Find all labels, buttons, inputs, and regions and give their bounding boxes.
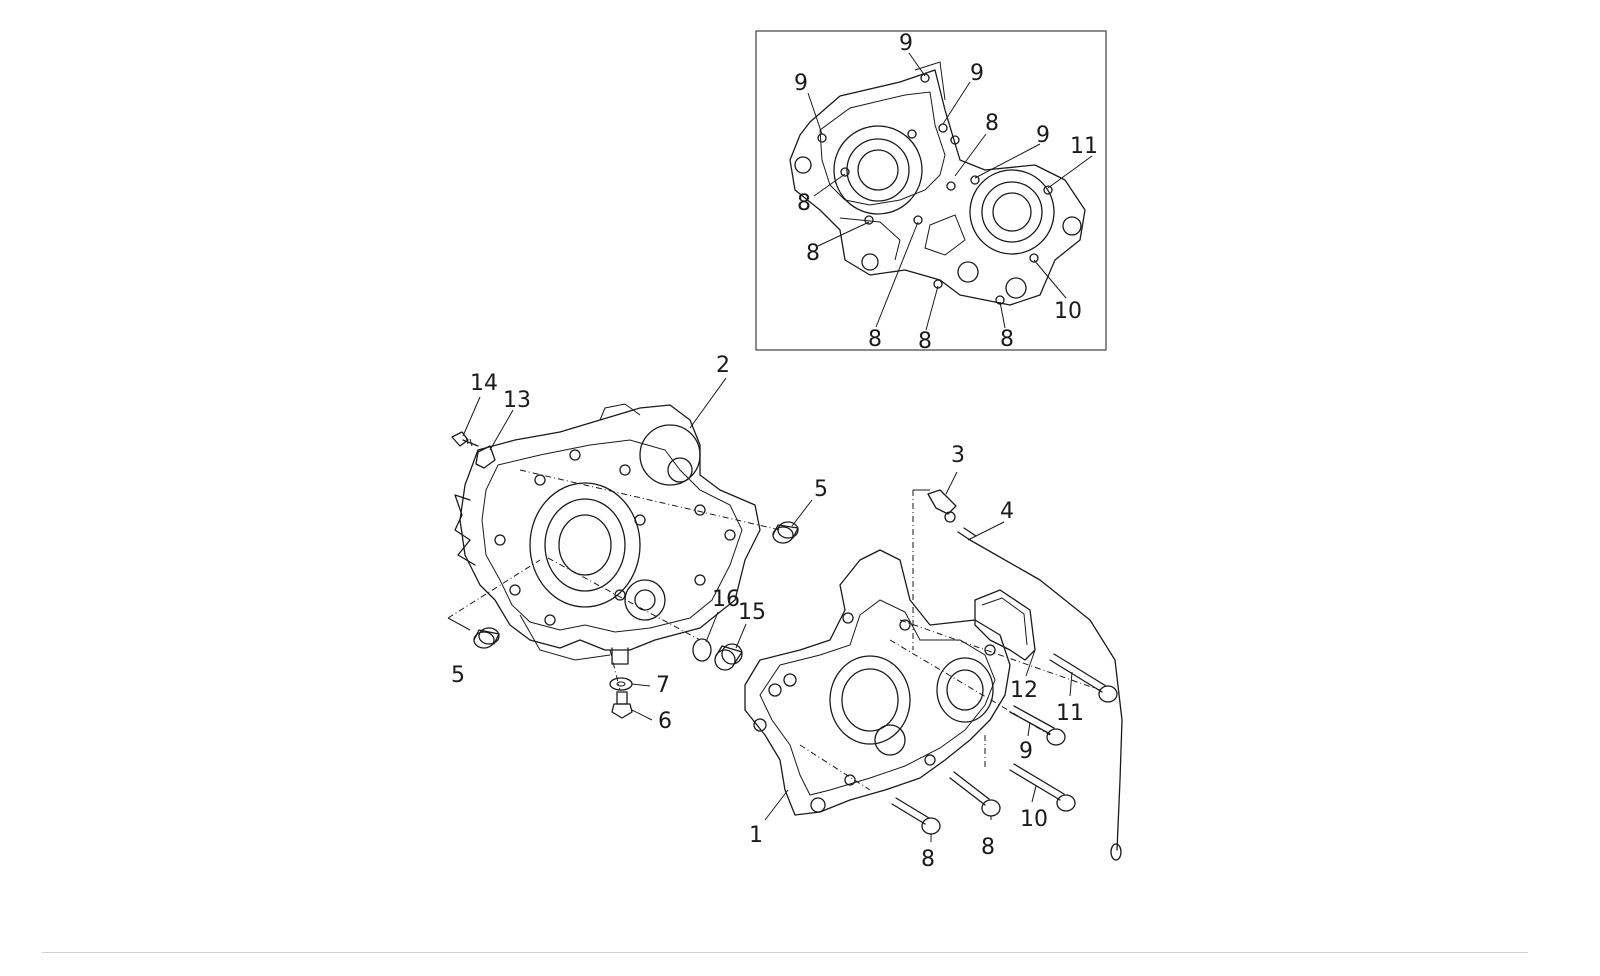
part-14-bolt <box>451 431 479 447</box>
label-7: 7 <box>656 673 670 698</box>
part-15-bushing <box>714 643 743 671</box>
assembly-axes <box>447 469 1101 791</box>
left-crankcase-half <box>454 403 761 665</box>
part-13-bracket <box>475 445 496 469</box>
label-3: 3 <box>951 443 965 468</box>
inset-label-8-mid: 8 <box>985 111 999 136</box>
part-11-long-bolt <box>1049 653 1118 703</box>
label-11: 11 <box>1056 701 1084 726</box>
inset-label-9-top: 9 <box>899 31 913 56</box>
label-4: 4 <box>1000 499 1014 524</box>
main-leaders <box>462 377 1073 842</box>
label-13: 13 <box>503 388 531 413</box>
inset-label-8-bottom-1: 8 <box>868 327 882 352</box>
label-12: 12 <box>1010 678 1038 703</box>
part-8-bolt-lower <box>891 797 941 835</box>
right-main-bearing <box>829 655 911 745</box>
part-6-drain-plug <box>611 691 633 719</box>
label-8-upper: 8 <box>981 835 995 860</box>
label-2: 2 <box>716 353 730 378</box>
footer-divider <box>42 952 1528 953</box>
right-crankcase-half <box>744 549 1036 816</box>
label-9: 9 <box>1019 739 1033 764</box>
part-3-fitting <box>927 489 957 523</box>
label-15: 15 <box>738 600 766 625</box>
inset-label-8-left-lower: 8 <box>806 241 820 266</box>
inset-main-bearing <box>833 125 923 215</box>
inset-detail: 9 9 9 9 8 8 8 11 8 10 8 8 8 <box>755 30 1107 354</box>
inset-frame <box>755 30 1107 351</box>
label-5-right: 5 <box>814 477 828 502</box>
inset-secondary-bearing <box>969 169 1055 255</box>
left-main-bearing <box>529 482 641 608</box>
inset-label-8-left-upper: 8 <box>797 191 811 216</box>
part-10-bolt <box>1009 763 1076 812</box>
main-callouts: 14 13 2 5 3 4 5 16 15 7 6 12 11 9 1 8 8 … <box>451 353 1084 872</box>
part-16-o-ring <box>692 638 712 662</box>
inset-label-9-right: 9 <box>1036 123 1050 148</box>
inset-crankcase-outline <box>789 69 1086 306</box>
cover-plate <box>974 589 1036 661</box>
part-7-washer <box>609 677 633 691</box>
inset-label-11: 11 <box>1070 134 1098 159</box>
inset-label-8-bottom-3: 8 <box>1000 327 1014 352</box>
inset-leaders <box>807 52 1093 331</box>
part-5-dowel-right <box>772 521 799 544</box>
inset-label-9-mid: 9 <box>970 61 984 86</box>
label-16: 16 <box>712 587 740 612</box>
label-8-lower: 8 <box>921 847 935 872</box>
label-1: 1 <box>749 823 763 848</box>
part-5-dowel-left <box>473 627 500 649</box>
label-5-left: 5 <box>451 663 465 688</box>
label-10: 10 <box>1020 807 1048 832</box>
label-14: 14 <box>470 371 498 396</box>
part-8-bolt-upper <box>949 771 1001 817</box>
part-4-hose <box>957 531 1123 851</box>
inset-label-8-bottom-2: 8 <box>918 329 932 354</box>
inset-label-9-left: 9 <box>794 71 808 96</box>
inset-label-10: 10 <box>1054 299 1082 324</box>
label-6: 6 <box>658 709 672 734</box>
